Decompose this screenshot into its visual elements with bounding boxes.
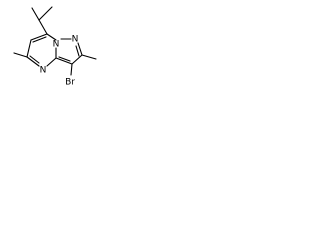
atom-label-n1: N bbox=[53, 40, 60, 50]
bond-isopropyl-c7 bbox=[38, 19, 48, 35]
bond-c7-c6-double bbox=[32, 36, 47, 43]
bond-c2-c3 bbox=[71, 54, 83, 65]
bond-n4-c3a bbox=[46, 57, 57, 67]
atom-label-br: Br bbox=[65, 78, 75, 88]
bond-c3-c3a-double bbox=[58, 56, 71, 62]
bond-c3-c3a bbox=[55, 57, 73, 65]
bond-c5-n4-double bbox=[29, 55, 40, 64]
bond-isopropyl-right bbox=[38, 6, 53, 21]
atom-label-n4: N bbox=[40, 66, 47, 76]
bond-n5-c2 bbox=[77, 42, 83, 56]
atom-label-n5: N bbox=[72, 35, 79, 45]
bond-c7-c6 bbox=[30, 33, 48, 41]
bond-n5-c2-double bbox=[75, 45, 80, 57]
bond-isopropyl-left bbox=[31, 7, 40, 21]
bond-c3-br bbox=[70, 63, 73, 76]
bond-c6-c5 bbox=[26, 39, 32, 58]
bond-c5-methyl bbox=[13, 52, 28, 58]
bond-c5-n4 bbox=[26, 56, 40, 67]
bond-n1-c7 bbox=[46, 33, 57, 41]
bond-c2-methyl bbox=[81, 54, 97, 60]
chemical-structure-diagram: N N N Br bbox=[13, 6, 97, 88]
